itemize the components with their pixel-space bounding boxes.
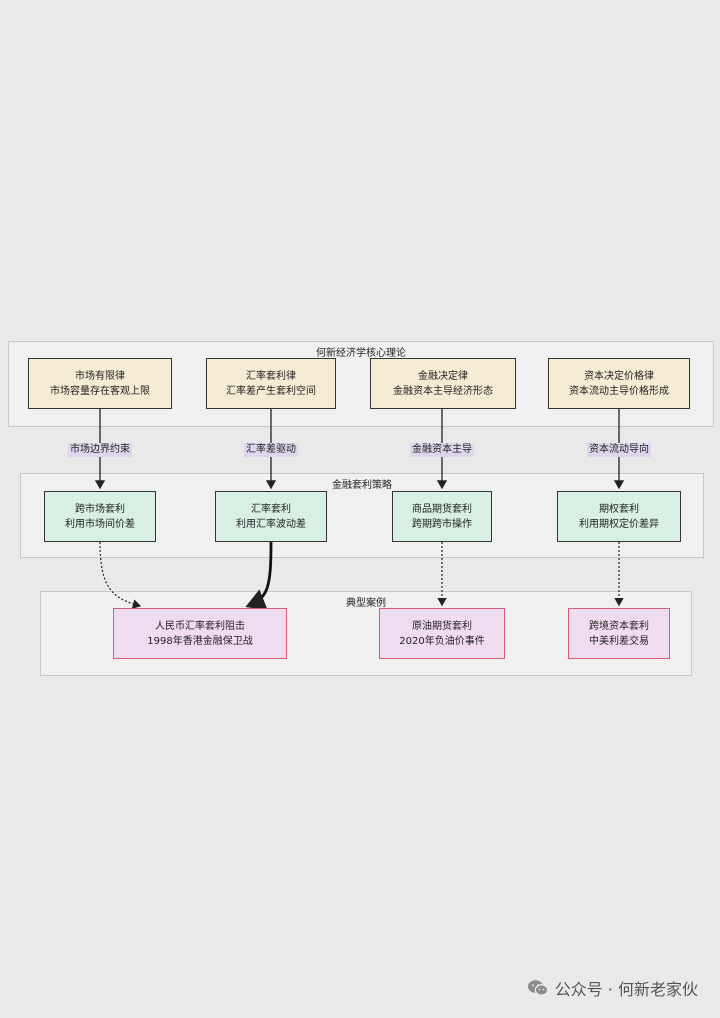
theory-node-market-limit: 市场有限律 市场容量存在客观上限: [28, 358, 172, 409]
footer-text: 公众号 · 何新老家伙: [554, 980, 698, 999]
theory-desc: 资本流动主导价格形成: [569, 385, 669, 397]
group-title-cases: 典型案例: [346, 598, 386, 609]
edge-label-exchange-drive: 汇率差驱动: [244, 443, 298, 457]
strategy-desc: 跨期跨市操作: [412, 518, 472, 530]
strategy-desc: 利用期权定价差异: [579, 518, 659, 530]
strategy-title: 商品期货套利: [412, 503, 472, 515]
strategy-node-exchange: 汇率套利 利用汇率波动差: [215, 491, 327, 542]
case-node-hk-defense: 人民币汇率套利阻击 1998年香港金融保卫战: [113, 608, 287, 659]
case-node-negative-oil: 原油期货套利 2020年负油价事件: [379, 608, 505, 659]
case-desc: 中美利差交易: [589, 635, 649, 647]
theory-node-capital-price: 资本决定价格律 资本流动主导价格形成: [548, 358, 690, 409]
theory-desc: 市场容量存在客观上限: [50, 385, 150, 397]
theory-node-finance-decides: 金融决定律 金融资本主导经济形态: [370, 358, 516, 409]
theory-title: 汇率套利律: [246, 370, 296, 382]
strategy-title: 汇率套利: [251, 503, 291, 515]
theory-title: 市场有限律: [75, 370, 125, 382]
group-title-core: 何新经济学核心理论: [316, 348, 406, 359]
case-desc: 1998年香港金融保卫战: [147, 635, 253, 647]
wechat-icon: [527, 980, 549, 996]
footer-watermark: 公众号 · 何新老家伙: [527, 976, 698, 1000]
edge-label-capital-flow: 资本流动导向: [587, 443, 651, 457]
theory-desc: 汇率差产生套利空间: [226, 385, 316, 397]
strategy-title: 跨市场套利: [75, 503, 125, 515]
edge-label-market-boundary: 市场边界约束: [68, 443, 132, 457]
strategy-title: 期权套利: [599, 503, 639, 515]
case-title: 原油期货套利: [412, 620, 472, 632]
edge-label-finance-capital: 金融资本主导: [410, 443, 474, 457]
theory-title: 资本决定价格律: [584, 370, 654, 382]
case-node-carry-trade: 跨境资本套利 中美利差交易: [568, 608, 670, 659]
strategy-node-commodity-futures: 商品期货套利 跨期跨市操作: [392, 491, 492, 542]
strategy-node-cross-market: 跨市场套利 利用市场间价差: [44, 491, 156, 542]
strategy-node-options: 期权套利 利用期权定价差异: [557, 491, 681, 542]
case-title: 跨境资本套利: [589, 620, 649, 632]
strategy-desc: 利用汇率波动差: [236, 518, 306, 530]
edge-strategy2-case1: [245, 541, 273, 611]
group-title-strategy: 金融套利策略: [332, 480, 392, 491]
case-title: 人民币汇率套利阻击: [155, 620, 245, 632]
theory-title: 金融决定律: [418, 370, 468, 382]
strategy-desc: 利用市场间价差: [65, 518, 135, 530]
theory-desc: 金融资本主导经济形态: [393, 385, 493, 397]
edge-strategy1-case1: [99, 541, 142, 609]
theory-node-exchange-arbitrage: 汇率套利律 汇率差产生套利空间: [206, 358, 336, 409]
case-desc: 2020年负油价事件: [399, 635, 485, 647]
